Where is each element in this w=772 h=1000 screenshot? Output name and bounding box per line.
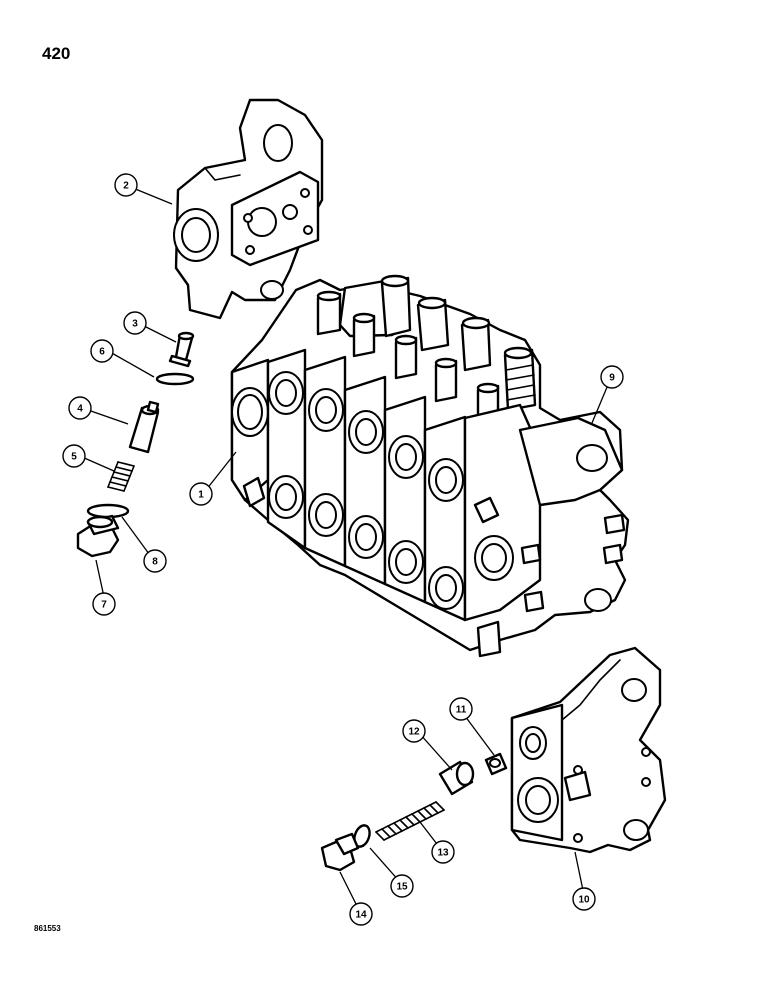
part-4-sleeve <box>128 400 160 454</box>
callout-8: 8 <box>143 549 167 573</box>
callout-3-label: 3 <box>132 319 138 330</box>
valve-section-5 <box>423 415 467 622</box>
callout-1: 1 <box>189 482 213 506</box>
callout-7-label: 7 <box>101 600 107 611</box>
part-2-inlet-cover <box>173 98 324 320</box>
callout-15: 15 <box>390 874 414 898</box>
part-12-poppet <box>438 760 475 796</box>
valve-section-3 <box>343 375 387 586</box>
part-10-outlet-cover <box>510 646 667 854</box>
callout-9: 9 <box>600 365 624 389</box>
callout-10-label: 10 <box>578 895 590 906</box>
callout-12: 12 <box>402 719 426 743</box>
callout-2-label: 2 <box>123 181 129 192</box>
valve-section-2 <box>303 355 347 568</box>
callout-9-label: 9 <box>609 373 615 384</box>
callout-14-label: 14 <box>355 910 367 921</box>
valve-section-1 <box>266 348 307 550</box>
callout-8-label: 8 <box>152 557 158 568</box>
callout-6-label: 6 <box>99 347 105 358</box>
part-1-valve-body <box>230 274 630 658</box>
callout-3: 3 <box>123 311 147 335</box>
part-14-plug <box>320 832 360 872</box>
part-13-spring <box>375 801 445 841</box>
callout-4: 4 <box>68 396 92 420</box>
callout-4-label: 4 <box>77 404 83 415</box>
callout-14: 14 <box>349 902 373 926</box>
callout-12-label: 12 <box>408 727 420 738</box>
callout-2: 2 <box>114 173 138 197</box>
callout-6: 6 <box>90 339 114 363</box>
figure-code: 861553 <box>34 924 61 933</box>
callout-11: 11 <box>449 697 473 721</box>
part-6-o-ring <box>155 372 195 386</box>
valve-section-4 <box>383 395 427 604</box>
page-number: 420 <box>42 44 71 63</box>
callout-5-label: 5 <box>71 452 77 463</box>
callout-7: 7 <box>92 592 116 616</box>
callout-15-label: 15 <box>396 882 408 893</box>
callout-5: 5 <box>62 444 86 468</box>
part-7-plug <box>76 514 120 558</box>
part-5-spring <box>107 461 135 492</box>
callout-10: 10 <box>572 887 596 911</box>
part-3-pin <box>168 331 195 368</box>
callout-13: 13 <box>431 840 455 864</box>
part-11-seat <box>484 752 508 776</box>
callout-13-label: 13 <box>437 848 449 859</box>
part-8-o-ring <box>86 503 130 519</box>
callout-1-label: 1 <box>198 490 204 501</box>
callout-11-label: 11 <box>456 705 467 716</box>
